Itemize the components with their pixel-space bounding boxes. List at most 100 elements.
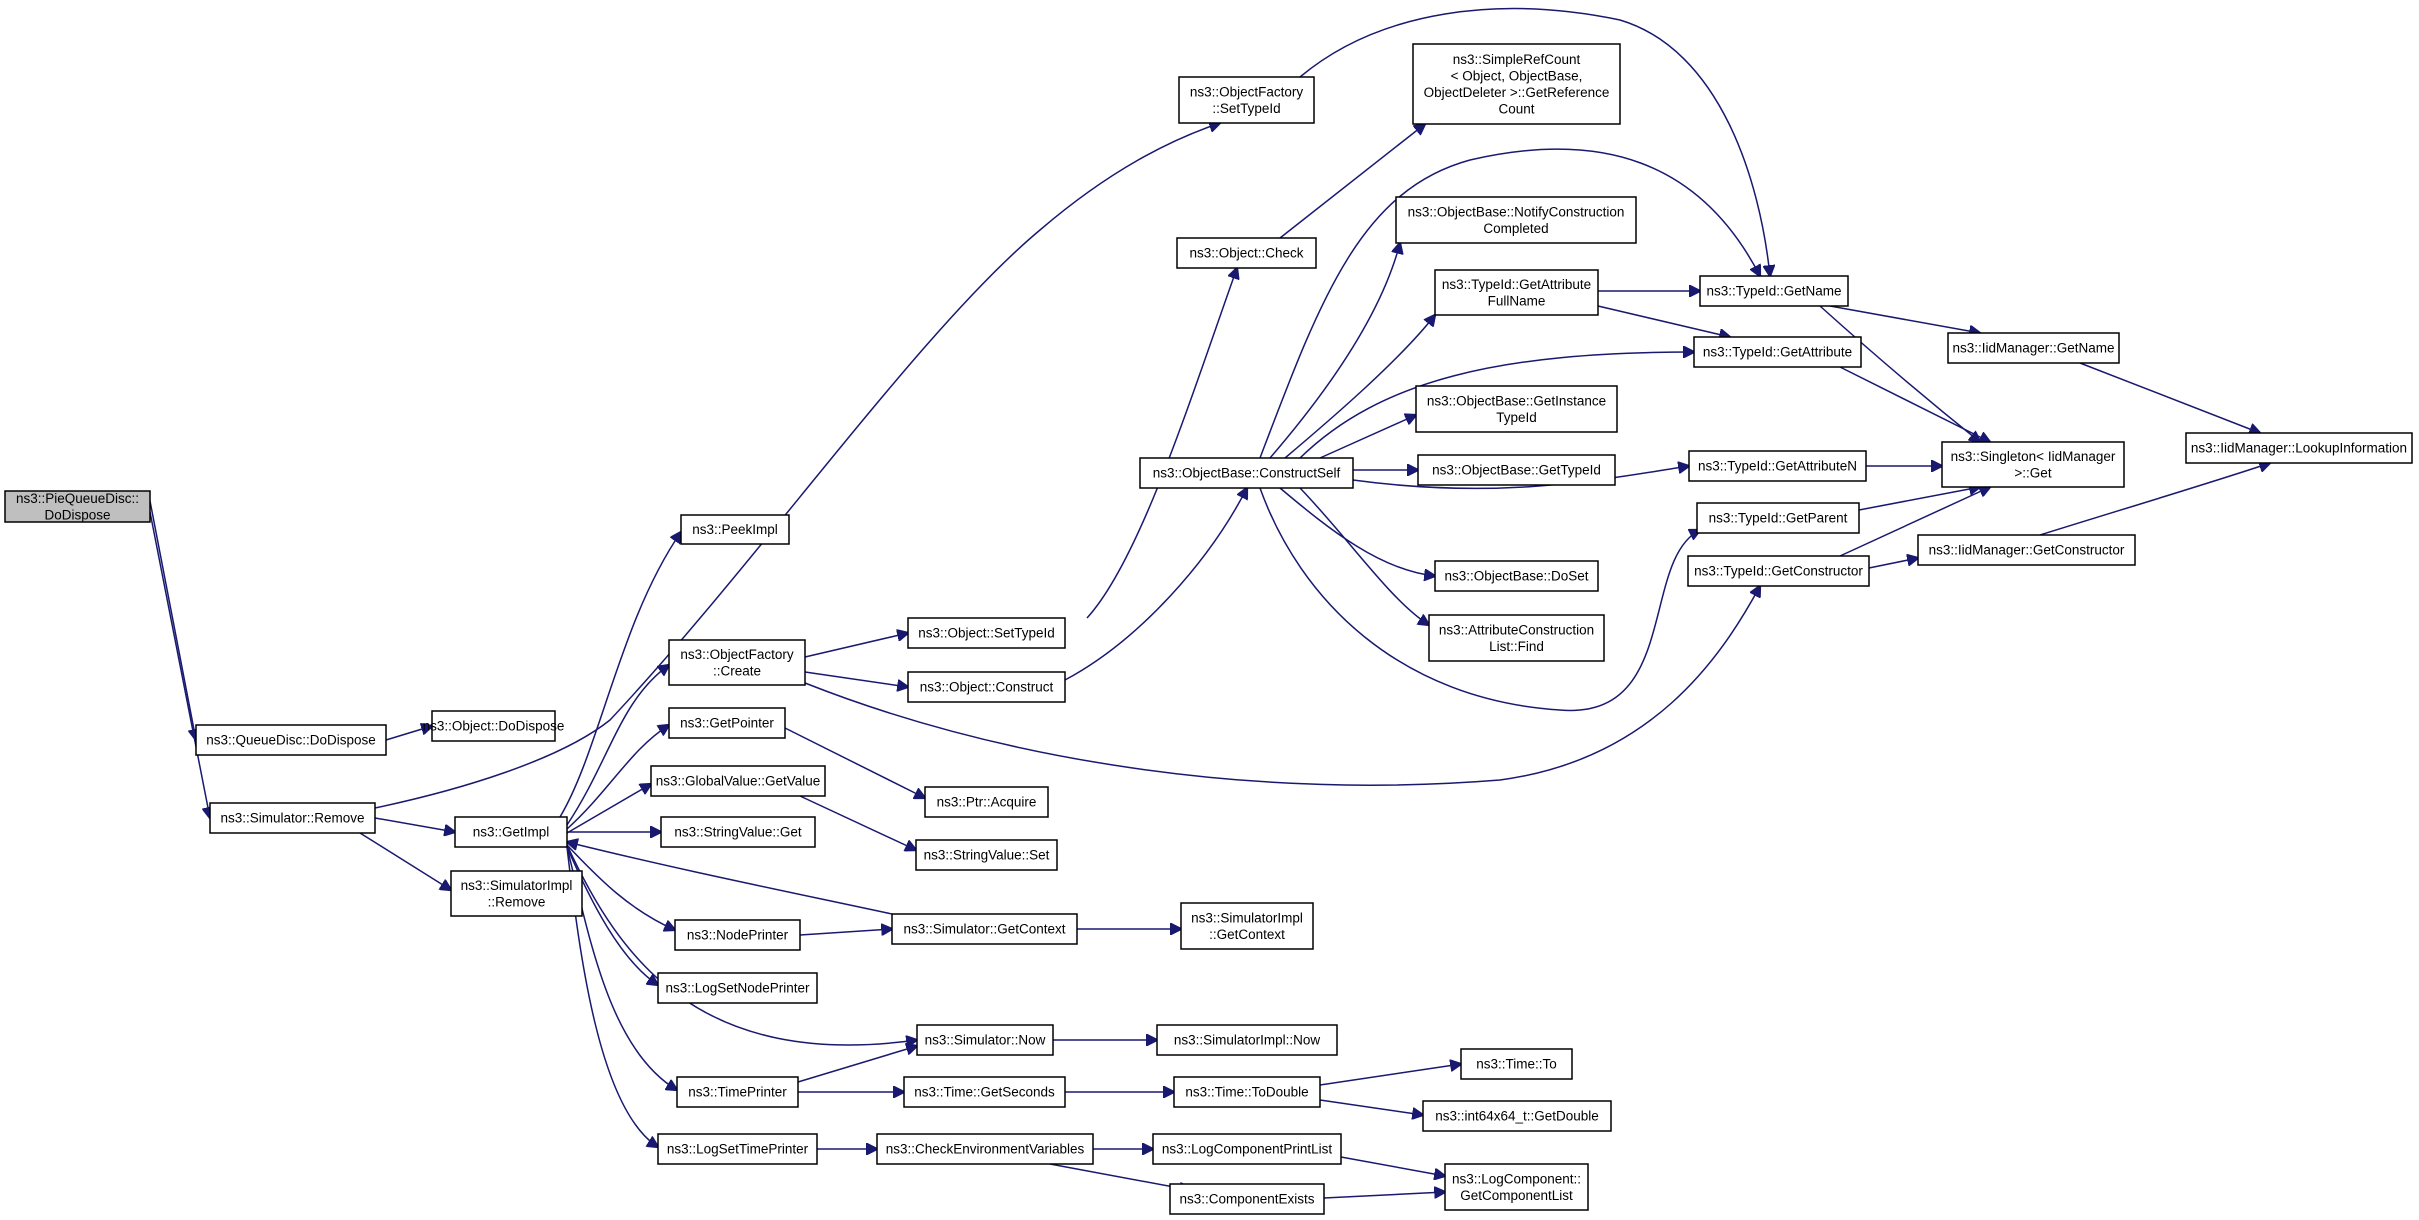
node-box: [876, 1133, 1094, 1165]
edge-ob-constructself-to-ob-doset: [1279, 487, 1435, 576]
node-box: [660, 816, 816, 848]
node-label-line: Completed: [1483, 221, 1548, 236]
node-box: [1178, 76, 1315, 124]
node-box: [657, 972, 818, 1004]
node-of-settypeid[interactable]: ns3::ObjectFactory::SetTypeId: [1178, 76, 1315, 124]
node-time-todouble[interactable]: ns3::Time::ToDouble: [1173, 1076, 1321, 1108]
node-time-to[interactable]: ns3::Time::To: [1460, 1048, 1573, 1080]
node-obj-construct[interactable]: ns3::Object::Construct: [907, 671, 1066, 703]
node-ob-constructself[interactable]: ns3::ObjectBase::ConstructSelf: [1139, 457, 1354, 489]
node-int64-getdouble[interactable]: ns3::int64x64_t::GetDouble: [1422, 1100, 1612, 1132]
node-lc-getcomplist[interactable]: ns3::LogComponent::GetComponentList: [1444, 1163, 1589, 1211]
node-box: [1699, 275, 1849, 307]
node-sv-get[interactable]: ns3::StringValue::Get: [660, 816, 816, 848]
node-nodeprinter[interactable]: ns3::NodePrinter: [674, 919, 801, 951]
node-logsettimeprinter[interactable]: ns3::LogSetTimePrinter: [657, 1133, 818, 1165]
node-box: [1176, 237, 1317, 269]
node-label-line: ns3::Simulator::Remove: [220, 811, 364, 826]
node-box: [1444, 1163, 1589, 1211]
node-ob-notify[interactable]: ns3::ObjectBase::NotifyConstructionCompl…: [1395, 196, 1637, 244]
node-box: [674, 919, 801, 951]
edge-of-create-to-obj-settypeid: [804, 633, 908, 658]
edge-compexists-to-lc-getcomplist: [1323, 1192, 1445, 1199]
node-root[interactable]: ns3::PieQueueDisc::DoDispose: [4, 490, 151, 523]
node-obj-dispose[interactable]: ns3::Object::DoDispose: [423, 710, 565, 742]
node-getpointer[interactable]: ns3::GetPointer: [668, 707, 786, 739]
node-box: [668, 639, 806, 686]
node-checkenv[interactable]: ns3::CheckEnvironmentVariables: [876, 1133, 1094, 1165]
node-getimpl[interactable]: ns3::GetImpl: [454, 816, 568, 848]
node-label-line: ns3::LogSetTimePrinter: [667, 1142, 809, 1157]
node-label-line: ns3::AttributeConstruction: [1439, 622, 1594, 637]
node-qd-dispose[interactable]: ns3::QueueDisc::DoDispose: [195, 724, 387, 756]
nodes-layer: ns3::PieQueueDisc::DoDisposens3::QueueDi…: [4, 43, 2413, 1215]
node-peekimpl[interactable]: ns3::PeekImpl: [680, 514, 790, 545]
node-label-line: < Object, ObjectBase,: [1451, 68, 1583, 83]
edge-obj-construct-to-ob-constructself: [1064, 488, 1247, 681]
edge-obj-settypeid-to-obj-check: [1086, 268, 1237, 619]
node-simimpl-now[interactable]: ns3::SimulatorImpl::Now: [1156, 1024, 1338, 1056]
node-label-line: ns3::GetPointer: [680, 716, 774, 731]
node-obj-check[interactable]: ns3::Object::Check: [1176, 237, 1317, 269]
node-simimpl-getcontext[interactable]: ns3::SimulatorImpl::GetContext: [1180, 902, 1314, 950]
node-tid-getattributen[interactable]: ns3::TypeId::GetAttributeN: [1688, 450, 1867, 482]
node-simimpl-remove[interactable]: ns3::SimulatorImpl::Remove: [450, 870, 583, 917]
node-tid-getname[interactable]: ns3::TypeId::GetName: [1699, 275, 1849, 307]
edge-tid-getconstructor-to-iid-getconstructor: [1868, 558, 1918, 569]
node-singleton-get[interactable]: ns3::Singleton< IidManager>::Get: [1941, 441, 2125, 488]
node-iid-getconstructor[interactable]: ns3::IidManager::GetConstructor: [1917, 534, 2136, 566]
node-label-line: ns3::TypeId::GetConstructor: [1694, 564, 1863, 579]
node-box: [4, 490, 151, 523]
node-sv-set[interactable]: ns3::StringValue::Set: [915, 839, 1058, 871]
node-label-line: TypeId: [1496, 410, 1537, 425]
node-box: [1941, 441, 2125, 488]
edge-sim-getcontext-to-getimpl: [567, 842, 893, 915]
node-obj-settypeid[interactable]: ns3::Object::SetTypeId: [907, 617, 1066, 649]
node-ob-doset[interactable]: ns3::ObjectBase::DoSet: [1434, 560, 1599, 592]
node-logsetnodeprinter[interactable]: ns3::LogSetNodePrinter: [657, 972, 818, 1004]
node-tid-getattribute[interactable]: ns3::TypeId::GetAttribute: [1693, 336, 1862, 368]
node-label-line: ns3::SimulatorImpl: [1191, 910, 1303, 925]
node-box: [891, 913, 1078, 945]
node-label-line: ns3::TypeId::GetAttribute: [1442, 277, 1591, 292]
node-time-getseconds[interactable]: ns3::Time::GetSeconds: [903, 1076, 1066, 1108]
node-label-line: ns3::ObjectFactory: [1190, 84, 1304, 99]
node-compexists[interactable]: ns3::ComponentExists: [1169, 1183, 1325, 1215]
node-label-line: ns3::ObjectBase::DoSet: [1444, 569, 1588, 584]
node-sim-remove[interactable]: ns3::Simulator::Remove: [209, 802, 376, 834]
node-box: [1917, 534, 2136, 566]
edge-obj-check-to-simplerefcount: [1279, 124, 1425, 239]
node-sim-getcontext[interactable]: ns3::Simulator::GetContext: [891, 913, 1078, 945]
edge-getimpl-to-of-create: [566, 665, 669, 826]
node-label-line: ns3::PeekImpl: [692, 522, 778, 537]
node-ob-gettypeid[interactable]: ns3::ObjectBase::GetTypeId: [1417, 454, 1616, 486]
node-tid-getparent[interactable]: ns3::TypeId::GetParent: [1696, 502, 1860, 534]
node-label-line: ns3::ObjectBase::NotifyConstruction: [1408, 204, 1625, 219]
node-box: [1693, 336, 1862, 368]
edge-ob-constructself-to-acl-find: [1299, 487, 1429, 625]
node-label-line: ::Create: [713, 663, 761, 678]
node-label-line: ns3::PieQueueDisc::: [16, 491, 139, 506]
node-logcompprintlist[interactable]: ns3::LogComponentPrintList: [1152, 1133, 1342, 1165]
node-tid-getconstructor[interactable]: ns3::TypeId::GetConstructor: [1687, 555, 1870, 587]
node-box: [1180, 902, 1314, 950]
node-box: [1415, 385, 1618, 433]
node-gv-getvalue[interactable]: ns3::GlobalValue::GetValue: [650, 765, 826, 797]
node-timeprinter[interactable]: ns3::TimePrinter: [676, 1076, 799, 1108]
node-box: [1428, 614, 1605, 662]
node-label-line: ns3::Singleton< IidManager: [1951, 449, 2116, 464]
node-of-create[interactable]: ns3::ObjectFactory::Create: [668, 639, 806, 686]
node-box: [1696, 502, 1860, 534]
node-label-line: ns3::IidManager::LookupInformation: [2191, 441, 2407, 456]
node-iid-lookup[interactable]: ns3::IidManager::LookupInformation: [2185, 432, 2413, 464]
node-iid-getname[interactable]: ns3::IidManager::GetName: [1947, 332, 2120, 364]
node-sim-now[interactable]: ns3::Simulator::Now: [916, 1024, 1054, 1056]
node-simplerefcount[interactable]: ns3::SimpleRefCount< Object, ObjectBase,…: [1412, 43, 1621, 125]
node-ptr-acquire[interactable]: ns3::Ptr::Acquire: [924, 786, 1049, 818]
edge-ob-constructself-to-tid-getattribute: [1299, 352, 1694, 459]
edge-tid-getattrfullname-to-tid-getattribute: [1597, 305, 1730, 337]
node-label-line: ns3::int64x64_t::GetDouble: [1435, 1109, 1599, 1124]
